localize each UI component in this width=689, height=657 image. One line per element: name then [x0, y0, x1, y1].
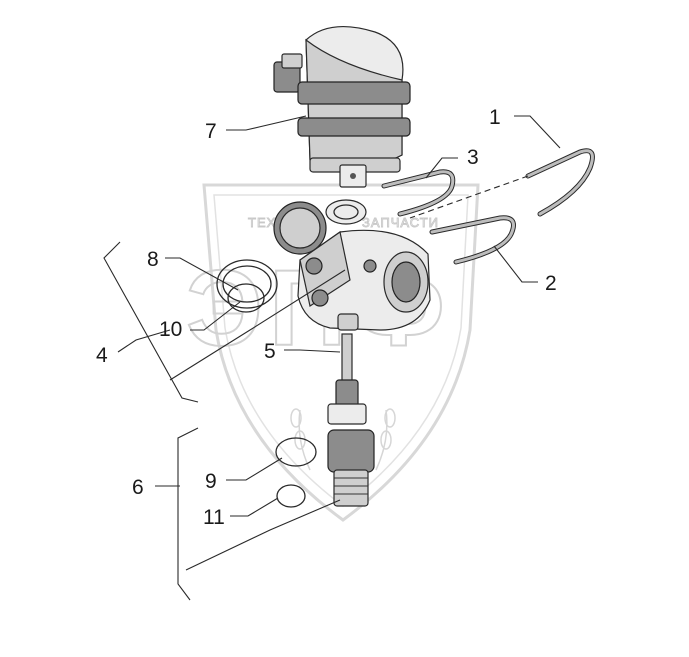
callout-5: 5: [264, 340, 276, 363]
part-9-o-ring: [275, 437, 317, 467]
leader-lines: [117, 115, 561, 571]
callout-9: 9: [205, 470, 217, 493]
part-3-u-pin: [381, 169, 456, 217]
callout-8: 8: [147, 248, 159, 271]
valve-housing: [273, 199, 431, 331]
part-11-o-ring: [276, 484, 306, 508]
part-6-fitting: [327, 429, 375, 507]
callout-11: 11: [203, 506, 225, 529]
callout-10: 10: [159, 318, 182, 341]
callout-1: 1: [489, 106, 501, 129]
watermark-text-right: ЗАПЧАСТИ: [362, 215, 439, 230]
part-7-actuator: [273, 26, 411, 188]
part-1-u-pin: [409, 148, 595, 219]
part-10-seal: [227, 283, 265, 313]
callout-7: 7: [205, 120, 217, 143]
part-5-stem: [327, 333, 367, 425]
part-2-u-pin: [429, 215, 516, 265]
group-6-bracket: [177, 427, 199, 601]
part-8-o-ring: [216, 259, 278, 309]
callout-2: 2: [545, 272, 557, 295]
callout-3: 3: [467, 146, 479, 169]
group-4-bracket: [103, 241, 199, 403]
callout-4: 4: [96, 344, 108, 367]
watermark-shield-outline: [202, 183, 480, 522]
callout-6: 6: [132, 476, 144, 499]
